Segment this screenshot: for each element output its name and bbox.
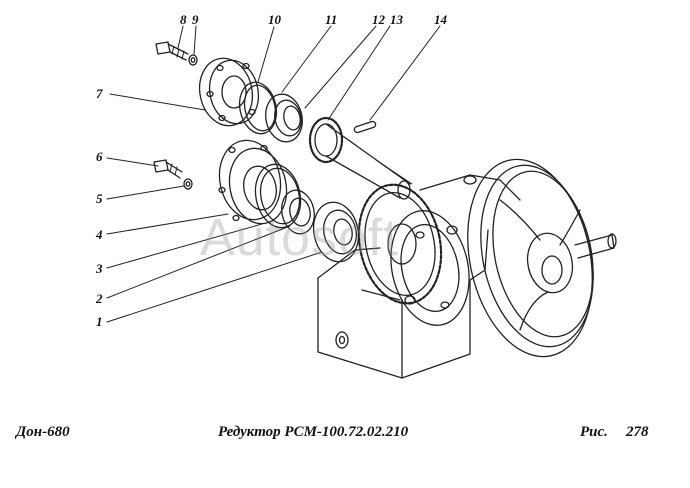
pinion-shaft xyxy=(308,116,413,200)
o-ring-upper xyxy=(238,81,278,135)
callout-11: 11 xyxy=(325,12,338,27)
seal-cover xyxy=(218,139,288,225)
callout-6: 6 xyxy=(96,149,103,164)
key xyxy=(353,120,377,134)
callout-2: 2 xyxy=(96,291,103,306)
caption-machine: Дон-680 xyxy=(16,424,70,440)
large-gear xyxy=(357,183,443,305)
callout-9: 9 xyxy=(192,12,199,27)
callout-5: 5 xyxy=(96,191,103,206)
leader-lines xyxy=(106,25,441,323)
pulley xyxy=(467,158,617,358)
bearing-upper xyxy=(265,93,303,143)
callout-7: 7 xyxy=(96,86,103,101)
callout-1: 1 xyxy=(96,314,103,329)
bolt-upper xyxy=(155,41,198,66)
bolt-lower xyxy=(153,159,193,190)
lip-seal xyxy=(281,189,315,235)
callout-14: 14 xyxy=(434,12,447,27)
watermark: Autosoft xyxy=(200,209,399,267)
callout-10: 10 xyxy=(268,12,281,27)
caption-figure-label: Рис. xyxy=(580,424,608,440)
callout-12: 12 xyxy=(372,12,385,27)
callout-3: 3 xyxy=(96,261,103,276)
callout-8: 8 xyxy=(180,12,187,27)
callout-4: 4 xyxy=(96,227,103,242)
end-cover xyxy=(198,57,260,127)
caption-title: Редуктор РСМ-100.72.02.210 xyxy=(218,424,409,440)
caption-figure-number: 278 xyxy=(626,424,649,440)
bearing-lower xyxy=(312,201,360,263)
callout-13: 13 xyxy=(390,12,403,27)
